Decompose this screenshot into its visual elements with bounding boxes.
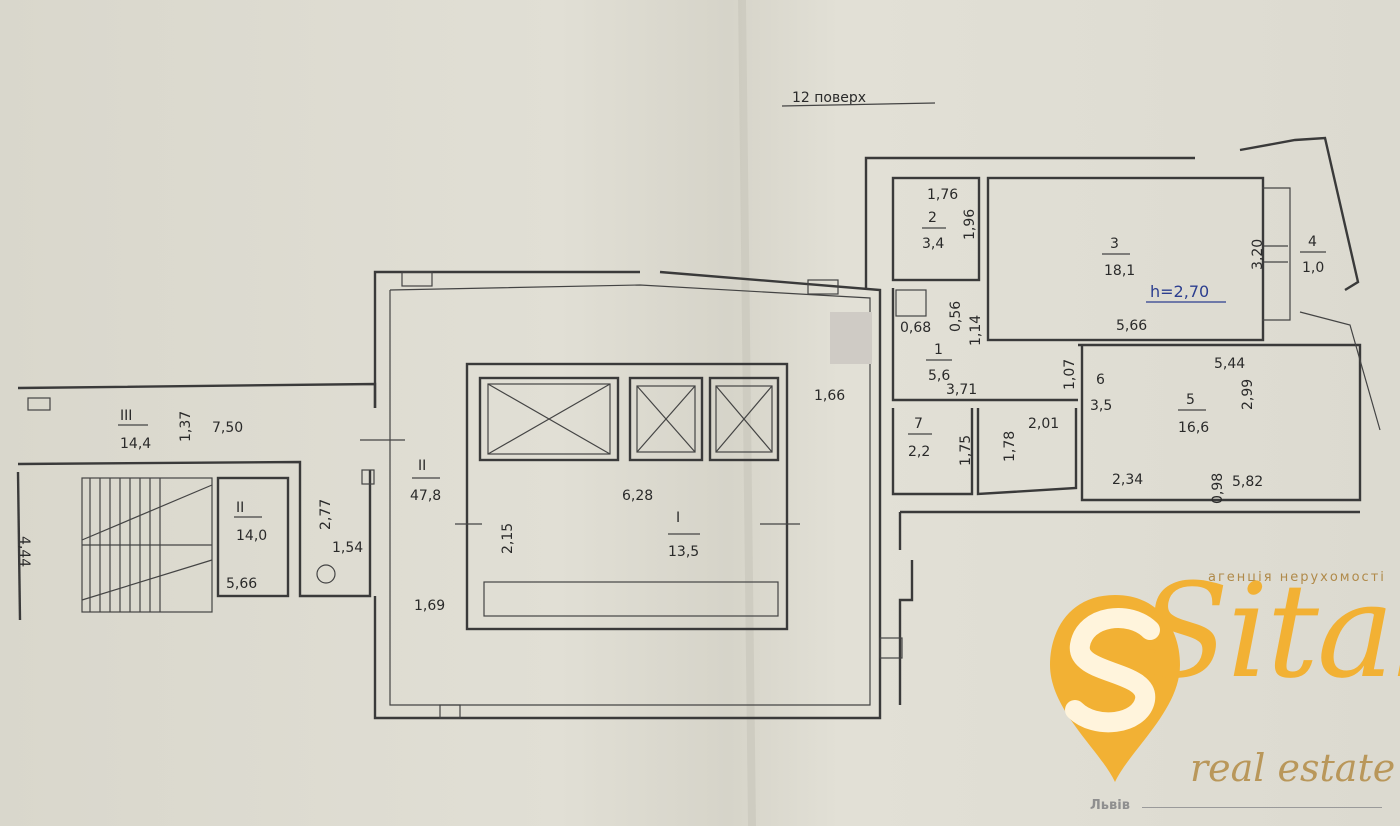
dim-2-34: 2,34: [1112, 472, 1143, 488]
room-2-area: 3,4: [922, 236, 944, 252]
dim-0-56: 0,56: [948, 301, 964, 332]
dim-2-99: 2,99: [1240, 379, 1256, 410]
stair-flights: [81, 476, 290, 613]
room-1-area: 5,6: [928, 368, 950, 384]
room-3-num: 3: [1110, 236, 1119, 252]
dim-1-66: 1,66: [814, 388, 845, 404]
dim-4-44: 4,44: [16, 536, 32, 567]
dim-5-44: 5,44: [1214, 356, 1245, 372]
brand-tagline: агенція нерухомості: [1208, 570, 1386, 585]
brand-watermark: агенція нерухомості Sitalo real estate Л…: [1030, 560, 1400, 826]
dim-2-15: 2,15: [500, 523, 516, 554]
dim-5-82: 5,82: [1232, 474, 1263, 490]
dim-5-66: 5,66: [1116, 318, 1147, 334]
hall-area: 47,8: [410, 488, 441, 504]
dim-1-37: 1,37: [178, 411, 194, 442]
dim-1-54: 1,54: [332, 540, 363, 556]
room-5-area: 16,6: [1178, 420, 1209, 436]
stair-num: II: [236, 500, 244, 516]
dim-0-68: 0,68: [900, 320, 931, 336]
dim-1-78: 1,78: [1002, 431, 1018, 462]
room-7-area: 2,2: [908, 444, 930, 460]
dim-7-50: 7,50: [212, 420, 243, 436]
ceiling-height-note: h=2,70: [1150, 282, 1209, 301]
dim-1-69: 1,69: [414, 598, 445, 614]
lower-right-walls: [879, 512, 914, 705]
room-3-area: 18,1: [1104, 263, 1135, 279]
main-hall-walls: [373, 270, 882, 720]
hall-num: II: [418, 458, 426, 474]
brand-city-divider: [1142, 807, 1382, 808]
dim-2-01: 2,01: [1028, 416, 1059, 432]
stair-area: 14,0: [236, 528, 267, 544]
dim-1-07: 1,07: [1062, 359, 1078, 390]
room-4-num: 4: [1308, 234, 1317, 250]
dim-3-20: 3,20: [1250, 239, 1266, 270]
room-7-num: 7: [914, 416, 923, 432]
lift-hall-num: I: [676, 510, 680, 526]
room-4-area: 1,0: [1302, 260, 1324, 276]
lift-shafts: [455, 362, 800, 631]
dim-6-28: 6,28: [622, 488, 653, 504]
dim-5-66-stair: 5,66: [226, 576, 257, 592]
brand-city: Львів: [1090, 798, 1130, 813]
lift-hall-area: 13,5: [668, 544, 699, 560]
corridor-left-num: III: [120, 408, 132, 424]
dim-3-71: 3,71: [946, 382, 977, 398]
dim-1-96: 1,96: [962, 209, 978, 240]
apartment-walls: [864, 136, 1381, 514]
room-5-num: 5: [1186, 392, 1195, 408]
floor-title: 12 поверх: [792, 90, 866, 106]
location-pin-icon: [1050, 595, 1180, 782]
room-1-num: 1: [934, 342, 943, 358]
dim-1-76: 1,76: [927, 187, 958, 203]
dim-1-14: 1,14: [968, 315, 984, 346]
brand-subtitle: real estate: [1190, 746, 1396, 790]
dim-2-77: 2,77: [318, 499, 334, 530]
room-2-num: 2: [928, 210, 937, 226]
room-6-area: 3,5: [1090, 398, 1112, 414]
corridor-left-area: 14,4: [120, 436, 151, 452]
brand-wordmark: Sitalo: [1140, 555, 1400, 707]
room-6-num: 6: [1096, 372, 1105, 388]
dim-1-75: 1,75: [958, 435, 974, 466]
dim-0-98: 0,98: [1210, 473, 1226, 504]
